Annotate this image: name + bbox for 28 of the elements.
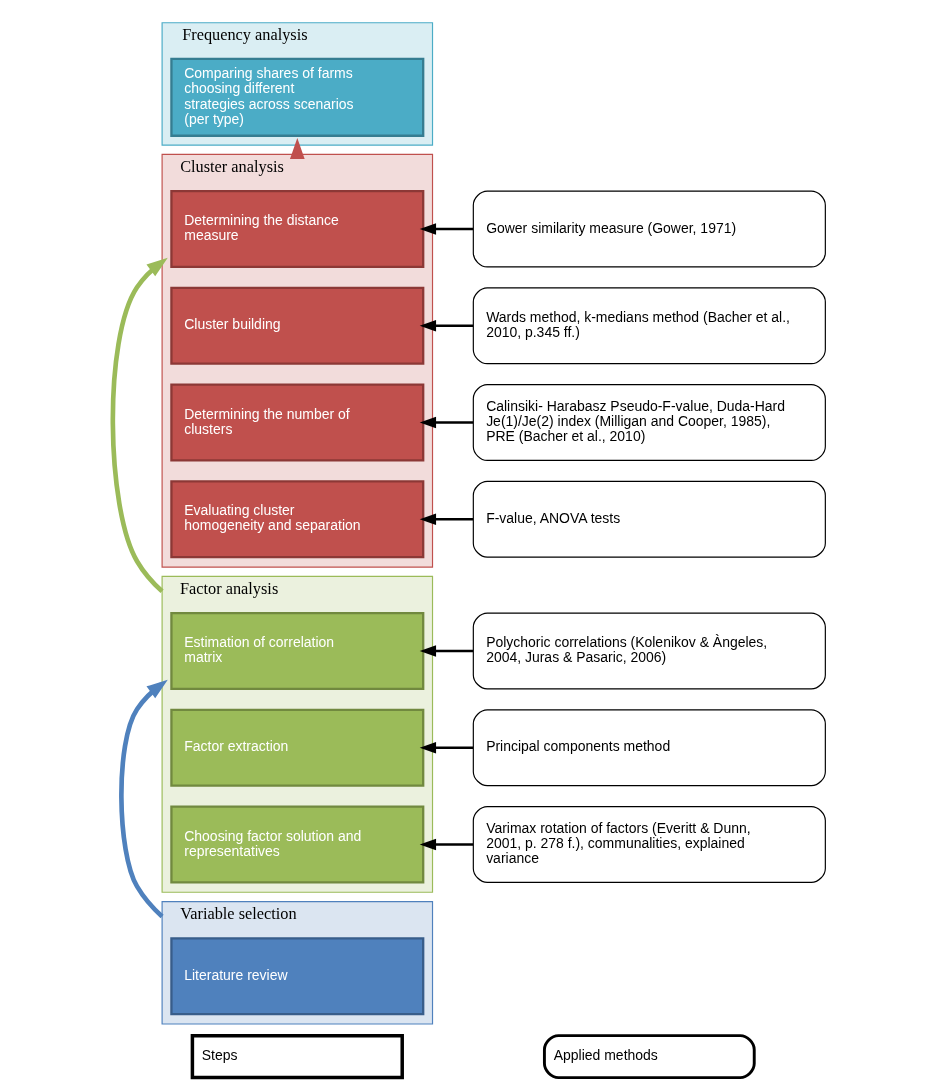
node-box: Choosing factor solution and representatives (169, 805, 424, 884)
node-box: Estimation of correlation matrix (169, 611, 424, 691)
node-box: Applied methods (542, 1034, 756, 1080)
node-box: Cluster building (169, 286, 424, 365)
arrow (419, 838, 473, 851)
arrow (419, 416, 473, 429)
node-box: Determining the number of clusters (169, 383, 424, 462)
arrow (110, 257, 168, 594)
arrow (289, 138, 305, 160)
node-box: Varimax rotation of factors (Everitt & Dunn, 2001, p. 278 f.), communalities, explained variance (472, 806, 826, 883)
arrow (118, 679, 168, 919)
node-box: Calinsiki- Harabasz Pseudo-F-value, Duda-Hard Je(1)/Je(2) index (Milligan and Cooper, 1985), PRE (Bacher et al., 2010) (472, 384, 826, 461)
arrow (419, 513, 473, 525)
node-box: Polychoric correlations (Kolenikov & Àngeles, 2004, Juras & Pasaric, 2006) (472, 612, 826, 690)
node-box: Determining the distance measure (169, 190, 424, 269)
node-box: Evaluating cluster homogeneity and separation (169, 480, 424, 559)
arrow (419, 742, 473, 754)
node-box: F-value, ANOVA tests (472, 480, 826, 558)
node-box: Factor extraction (169, 708, 424, 787)
node-box: Principal components method (472, 709, 826, 787)
arrow (419, 645, 473, 657)
node-box: Literature review (169, 937, 424, 1016)
node-box: Wards method, k-medians method (Bacher et al., 2010, p.345 ff.) (472, 287, 826, 365)
arrow (419, 320, 473, 332)
node-box: Comparing shares of farms choosing different strategies across scenarios (per type) (169, 57, 424, 137)
node-box: Gower similarity measure (Gower, 1971) (472, 190, 826, 268)
node-box: Steps (190, 1033, 404, 1080)
arrow (419, 223, 473, 235)
